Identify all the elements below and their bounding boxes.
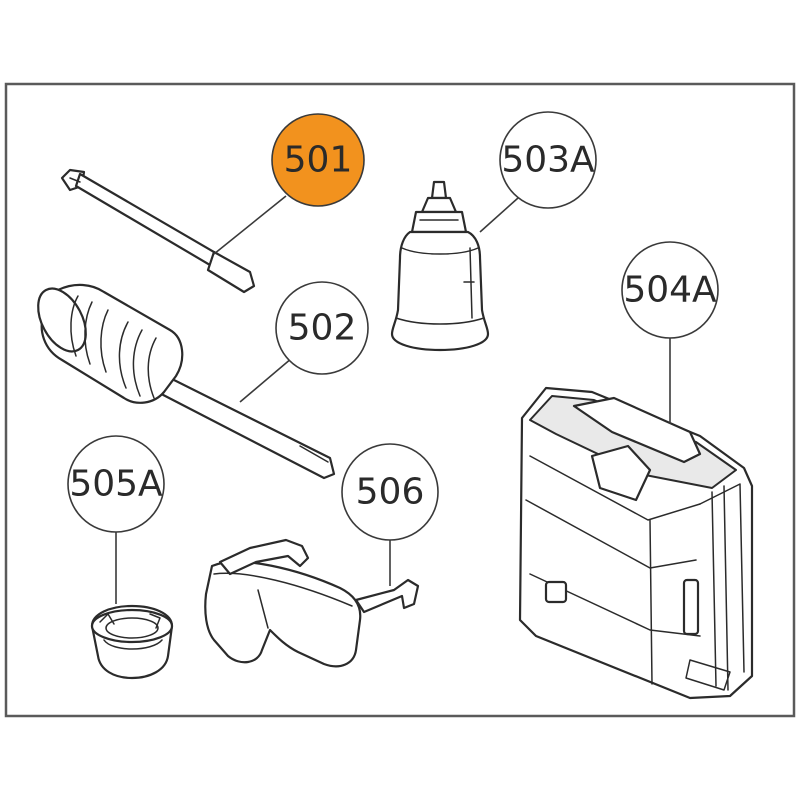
leader-502 (239, 357, 293, 403)
callout-503a: 503A (499, 111, 597, 209)
callout-501-circle (271, 113, 365, 207)
part-501-bit (60, 168, 256, 294)
callout-506-label: 506 (356, 472, 425, 513)
callout-503a-circle (499, 111, 597, 209)
part-505a-adapter-ring (90, 604, 174, 680)
callout-502-circle (275, 281, 369, 375)
callout-505a-circle (67, 435, 165, 533)
callout-504a: 504A (621, 241, 719, 339)
callout-505a: 505A (67, 435, 165, 533)
callout-504a-label: 504A (623, 270, 717, 311)
leader-503a (479, 197, 519, 233)
callout-504a-circle (621, 241, 719, 339)
part-506-safety-glasses (204, 538, 420, 668)
callout-501: 501 (271, 113, 365, 207)
callout-501-label: 501 (284, 140, 353, 181)
leader-501 (213, 195, 287, 255)
callout-502: 502 (275, 281, 369, 375)
part-504a-carrying-case (518, 386, 754, 700)
callout-503a-label: 503A (501, 140, 595, 181)
part-503a-oil-bottle (390, 180, 490, 352)
callout-505a-label: 505A (69, 464, 163, 505)
callout-502-label: 502 (288, 308, 357, 349)
callout-506-circle (341, 443, 439, 541)
part-502-screwdriver (37, 283, 336, 480)
callout-506: 506 (341, 443, 439, 541)
